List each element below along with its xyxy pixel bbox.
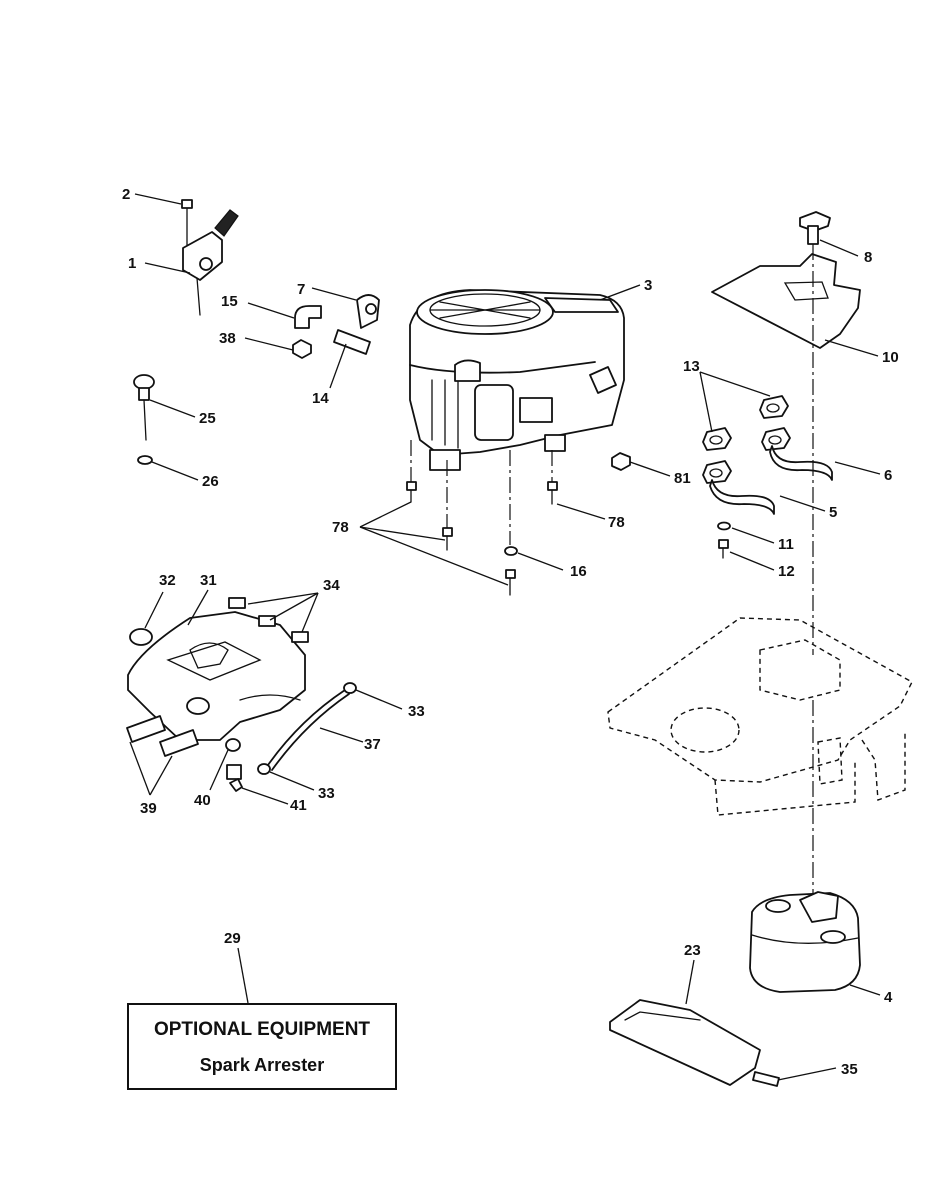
muffler-part (749, 891, 861, 993)
callout-29: 29 (224, 930, 241, 947)
callout-10: 10 (882, 349, 899, 366)
callout-37: 37 (364, 736, 381, 753)
fuel-tank-part (126, 597, 357, 792)
callout-4: 4 (884, 989, 893, 1006)
callout-32: 32 (159, 572, 176, 589)
callout-11: 11 (778, 536, 794, 553)
callout-14: 14 (312, 390, 329, 407)
callout-33b: 33 (318, 785, 335, 802)
oil-fitting-parts (292, 294, 380, 359)
callout-26: 26 (202, 473, 219, 490)
dipstick-part (133, 374, 155, 465)
callout-1: 1 (128, 255, 136, 272)
callout-labels: 1 2 3 4 5 6 7 8 10 11 12 13 14 15 16 23 … (122, 186, 899, 1078)
callout-39: 39 (140, 800, 157, 817)
callout-25: 25 (199, 410, 216, 427)
optional-equipment-box: OPTIONAL EQUIPMENT Spark Arrester (127, 1003, 397, 1090)
callout-34: 34 (323, 577, 340, 594)
callout-12: 12 (778, 563, 795, 580)
callout-6: 6 (884, 467, 892, 484)
callout-15: 15 (221, 293, 238, 310)
callout-16: 16 (570, 563, 587, 580)
heat-shield-part (711, 211, 861, 349)
callout-38: 38 (219, 330, 236, 347)
callout-81: 81 (674, 470, 691, 487)
callout-40: 40 (194, 792, 211, 809)
callout-13: 13 (683, 358, 700, 375)
chassis-frame (607, 617, 913, 816)
callout-78b: 78 (608, 514, 625, 531)
callout-8: 8 (864, 249, 872, 266)
optional-equipment-title: OPTIONAL EQUIPMENT (153, 1019, 371, 1040)
callout-31: 31 (200, 572, 217, 589)
callout-35: 35 (841, 1061, 858, 1078)
callout-41: 41 (290, 797, 307, 814)
exhaust-pipe-parts (702, 395, 833, 559)
callout-33a: 33 (408, 703, 425, 720)
leader-lines (129, 193, 881, 1081)
nut-part (611, 452, 631, 471)
engine-part (409, 289, 625, 471)
callout-7: 7 (297, 281, 305, 298)
engine-mounting-bolts (406, 481, 558, 596)
callout-5: 5 (829, 504, 837, 521)
spark-arrester-label: Spark Arrester (199, 1055, 325, 1075)
callout-23: 23 (684, 942, 701, 959)
throttle-control-part (181, 199, 239, 316)
callout-2: 2 (122, 186, 130, 203)
callout-3: 3 (644, 277, 652, 294)
spark-arrester-part (609, 999, 780, 1087)
callout-78a: 78 (332, 519, 349, 536)
